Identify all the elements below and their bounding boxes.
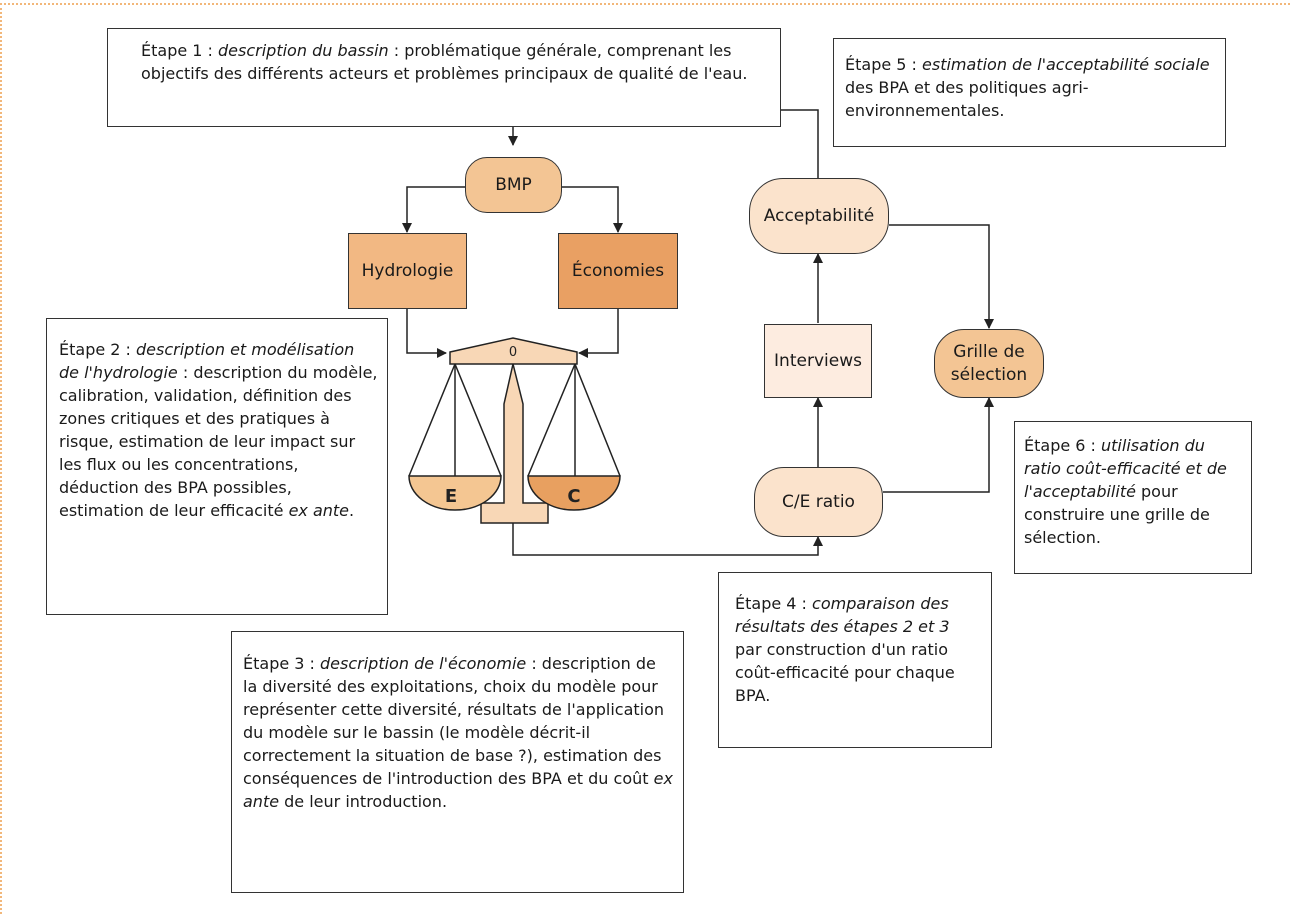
- node-economies-label: Économies: [571, 260, 665, 281]
- step-3-box: Étape 3 : description de l'économie : de…: [231, 631, 684, 893]
- step-5-title: estimation de l'acceptabilité sociale: [922, 55, 1210, 74]
- step-6-text: pour construire une grille de sélection.: [1024, 482, 1210, 547]
- step-3-text: : description de la diversité des exploi…: [243, 654, 665, 788]
- node-ce-ratio-label: C/E ratio: [782, 491, 855, 512]
- arrow-ce-ratio-to-grille: [883, 397, 994, 493]
- step-2-ex-ante: ex ante: [288, 501, 350, 520]
- step-5-text: des BPA et des politiques agri-environne…: [845, 78, 1089, 120]
- node-grille-label: Grille de sélection: [950, 341, 1028, 385]
- balance-stand: [480, 363, 549, 524]
- step-2-text: : description du modèle, calibration, va…: [59, 363, 378, 520]
- node-ce-ratio: C/E ratio: [754, 467, 883, 537]
- node-interviews: Interviews: [764, 324, 872, 398]
- step-3-ex-ante: ex ante: [243, 769, 673, 811]
- balance-pan-c: [527, 475, 621, 511]
- step-4-box: Étape 4 : comparaison des résultats des …: [718, 572, 992, 748]
- node-acceptabilite-label: Acceptabilité: [763, 205, 875, 226]
- arrow-bmp-to-hydrologie: [402, 186, 465, 233]
- step-1-title: description du bassin: [218, 41, 389, 60]
- step-4-lead: Étape 4 :: [735, 594, 813, 613]
- step-1-box: Étape 1 : description du bassin : problé…: [107, 28, 781, 127]
- node-grille: Grille de sélection: [934, 329, 1044, 398]
- arrow-bmp-to-economies: [562, 186, 623, 233]
- step-2-title: description et modélisation de l'hydrolo…: [59, 340, 355, 382]
- step-2-tail: .: [349, 501, 355, 520]
- step-3-title: description de l'économie: [320, 654, 527, 673]
- balance-pan-e: [408, 475, 502, 511]
- step-5-lead: Étape 5 :: [845, 55, 923, 74]
- step-5-box: Étape 5 : estimation de l'acceptabilité …: [833, 38, 1226, 147]
- step-3-lead: Étape 3 :: [243, 654, 321, 673]
- arrow-balance-to-ce-ratio: [512, 523, 823, 556]
- frame-top-border: [0, 3, 1290, 5]
- step-4-text: par construction d'un ratio coût-efficac…: [735, 640, 955, 705]
- node-hydrologie-label: Hydrologie: [361, 260, 454, 281]
- arrow-economies-to-balance: [578, 309, 619, 358]
- node-economies: Économies: [558, 233, 678, 309]
- pan-c-label: C: [567, 486, 580, 507]
- step-2-box: Étape 2 : description et modélisation de…: [46, 318, 388, 615]
- node-bmp-label: BMP: [495, 174, 532, 195]
- step-6-lead: Étape 6 :: [1024, 436, 1102, 455]
- balance-scale: [408, 337, 621, 524]
- node-acceptabilite: Acceptabilité: [749, 178, 889, 254]
- step-6-box: Étape 6 : utilisation du ratio coût-effi…: [1014, 421, 1252, 574]
- node-bmp: BMP: [465, 157, 562, 213]
- step-4-title: comparaison des résultats des étapes 2 e…: [735, 594, 950, 636]
- node-interviews-label: Interviews: [774, 350, 862, 371]
- balance-zero-label: 0: [509, 345, 517, 360]
- arrow-acceptabilite-to-grille: [889, 224, 994, 329]
- step-3-tail: de leur introduction.: [279, 792, 448, 811]
- pan-e-label: E: [445, 486, 457, 507]
- step-1-lead: Étape 1 :: [141, 41, 219, 60]
- node-hydrologie: Hydrologie: [348, 233, 467, 309]
- step-6-title: utilisation du ratio coût-efficacité et …: [1024, 436, 1227, 501]
- step-2-lead: Étape 2 :: [59, 340, 137, 359]
- step-1-text: : problématique générale, comprenant les…: [141, 41, 748, 83]
- arrow-hydrologie-to-balance: [406, 309, 447, 358]
- balance-beam: [449, 337, 578, 365]
- frame-left-border: [0, 3, 2, 914]
